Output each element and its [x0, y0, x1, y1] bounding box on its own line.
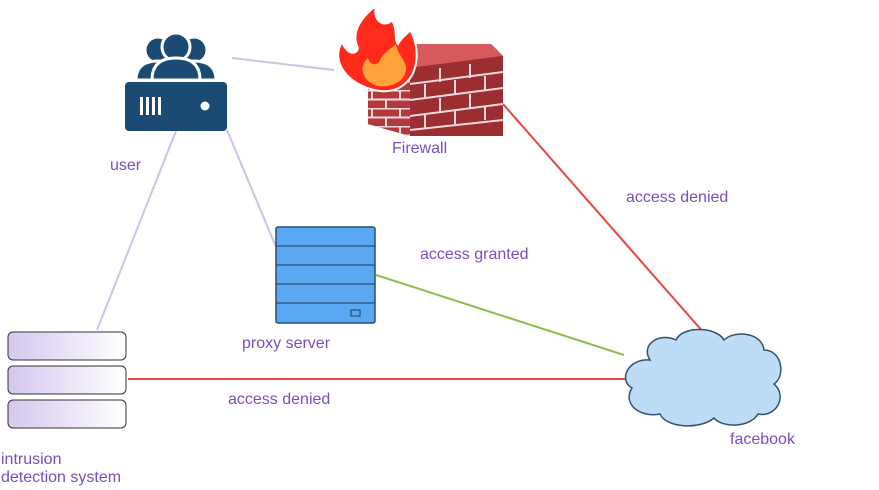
firewall-label: Firewall	[392, 140, 448, 157]
edge-label-firewall-facebook: access denied	[626, 189, 729, 206]
storage-stack-icon	[7, 331, 127, 429]
user-label: user	[110, 157, 142, 174]
edge-firewall-facebook	[502, 103, 705, 334]
ids-label-line1: intrusion	[1, 451, 62, 468]
proxy-server-label: proxy server	[242, 335, 331, 352]
cloud-icon	[624, 328, 782, 427]
edge-user-proxy	[226, 129, 277, 248]
users-server-icon	[125, 31, 227, 131]
edge-user-ids	[96, 130, 177, 331]
facebook-label: facebook	[730, 431, 795, 448]
edge-proxy-facebook	[375, 274, 625, 356]
edge-user-firewall	[231, 57, 335, 71]
flame-icon	[337, 3, 418, 93]
server-rack-icon	[275, 226, 376, 324]
edge-label-ids-facebook: access denied	[228, 391, 331, 408]
ids-label-line2: detection system	[1, 469, 122, 486]
edge-label-proxy-facebook: access granted	[420, 246, 529, 263]
